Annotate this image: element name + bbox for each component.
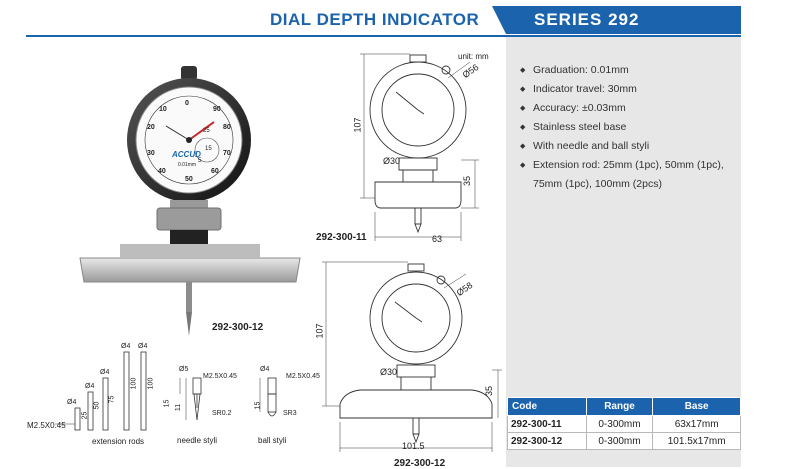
rod-length: 50 — [93, 401, 101, 410]
series-label: SERIES 292 — [534, 10, 640, 29]
col-header-base: Base — [652, 397, 741, 416]
dial-number: 80 — [223, 124, 231, 131]
dim-stem: Ø30 — [383, 156, 401, 166]
rod-dia: Ø4 — [138, 343, 148, 350]
rod-length: 100 — [130, 377, 138, 390]
dial-number: 70 — [223, 150, 231, 157]
page-title: DIAL DEPTH INDICATOR — [270, 10, 480, 29]
subdial-number: 5 — [198, 158, 202, 164]
rod-dia: Ø4 — [121, 343, 131, 350]
dial-scale-ring — [144, 95, 234, 185]
unit-label: unit: mm — [458, 52, 489, 61]
dim-base-width: 63 — [432, 234, 443, 244]
spec-panel: Graduation: 0.01mm Indicator travel: 30m… — [506, 37, 741, 467]
spec-item: With needle and ball styli — [520, 137, 741, 156]
subdial-number: 15 — [205, 146, 212, 152]
series-banner: SERIES 292 — [492, 6, 741, 34]
brand-logo: ACCUD — [172, 150, 201, 159]
dial-graduation-text: 0.01mm — [178, 162, 197, 168]
dim-base-width: 101.5 — [402, 441, 425, 451]
needle-length: 15 — [163, 399, 171, 408]
col-header-range: Range — [585, 397, 654, 416]
rod-dia: Ø4 — [85, 383, 95, 390]
needle-thread: M2.5X0.45 — [203, 373, 237, 380]
dial-number: 0 — [185, 100, 189, 107]
spec-item: Stainless steel base — [520, 118, 741, 137]
dial-number: 90 — [213, 106, 221, 113]
rod-length: 100 — [147, 377, 155, 390]
base-top — [120, 244, 260, 258]
rods-caption: extension rods — [92, 437, 145, 446]
spec-item: Accuracy: ±0.03mm — [520, 99, 741, 118]
gauge-cap — [181, 66, 197, 80]
dial-number: 20 — [147, 124, 155, 131]
col-header-code: Code — [507, 397, 587, 416]
dial-hub — [186, 137, 192, 143]
ball-tip: SR3 — [283, 410, 297, 417]
ball-dia: Ø4 — [260, 366, 270, 373]
dial-number: 40 — [158, 168, 166, 175]
dial-pointer-tail — [165, 125, 190, 141]
spec-table: Code Range Base 292-300-11 0-300mm 63x17… — [507, 397, 741, 450]
dial-number: 30 — [147, 150, 155, 157]
rod-length: 25 — [81, 411, 89, 420]
spec-item: Graduation: 0.01mm — [520, 61, 741, 80]
cell-code: 292-300-12 — [507, 432, 587, 450]
collar-black — [170, 230, 208, 246]
rod — [186, 282, 192, 312]
subdial-number: 25 — [203, 128, 210, 134]
spec-item: Extension rod: 25mm (1pc), 50mm (1pc), 7… — [520, 156, 733, 194]
dial-number: 50 — [185, 176, 193, 183]
cell-code: 292-300-11 — [507, 415, 587, 433]
rod-thread: M2.5X0.45 — [27, 421, 66, 430]
spec-list: Graduation: 0.01mm Indicator travel: 30m… — [506, 37, 741, 194]
cell-base: 101.5x17mm — [652, 432, 741, 450]
ball-length: 15 — [254, 401, 262, 410]
drawing1-model-label: 292-300-11 — [316, 232, 367, 243]
dial-number: 10 — [159, 106, 167, 113]
ball-thread: M2.5X0.45 — [286, 373, 320, 380]
needle-dia: Ø5 — [179, 366, 189, 373]
dial-pointer — [188, 121, 215, 141]
stem — [170, 200, 208, 210]
needle-caption: needle styli — [177, 436, 218, 445]
table-header-row: Code Range Base — [507, 397, 741, 416]
rod-dia: Ø4 — [100, 369, 110, 376]
needle-tip: SR0.2 — [212, 410, 232, 417]
photo-model-label: 292-300-12 — [212, 322, 264, 333]
header-rule — [26, 35, 741, 37]
rod-dia: Ø4 — [67, 399, 77, 406]
needle-length: 11 — [175, 403, 183, 412]
rod-tip — [186, 312, 192, 336]
table-row: 292-300-11 0-300mm 63x17mm — [507, 415, 741, 433]
dial-number: 60 — [211, 168, 219, 175]
cell-range: 0-300mm — [585, 432, 654, 450]
spec-item: Indicator travel: 30mm — [520, 80, 741, 99]
dim-stem: Ø30 — [380, 367, 398, 377]
drawing2-model-label: 292-300-12 — [394, 458, 446, 469]
cell-base: 63x17mm — [652, 415, 741, 433]
ball-caption: ball styli — [258, 436, 287, 445]
rod-length: 75 — [108, 395, 116, 404]
subdial — [194, 137, 220, 163]
table-row: 292-300-12 0-300mm 101.5x17mm — [507, 432, 741, 450]
